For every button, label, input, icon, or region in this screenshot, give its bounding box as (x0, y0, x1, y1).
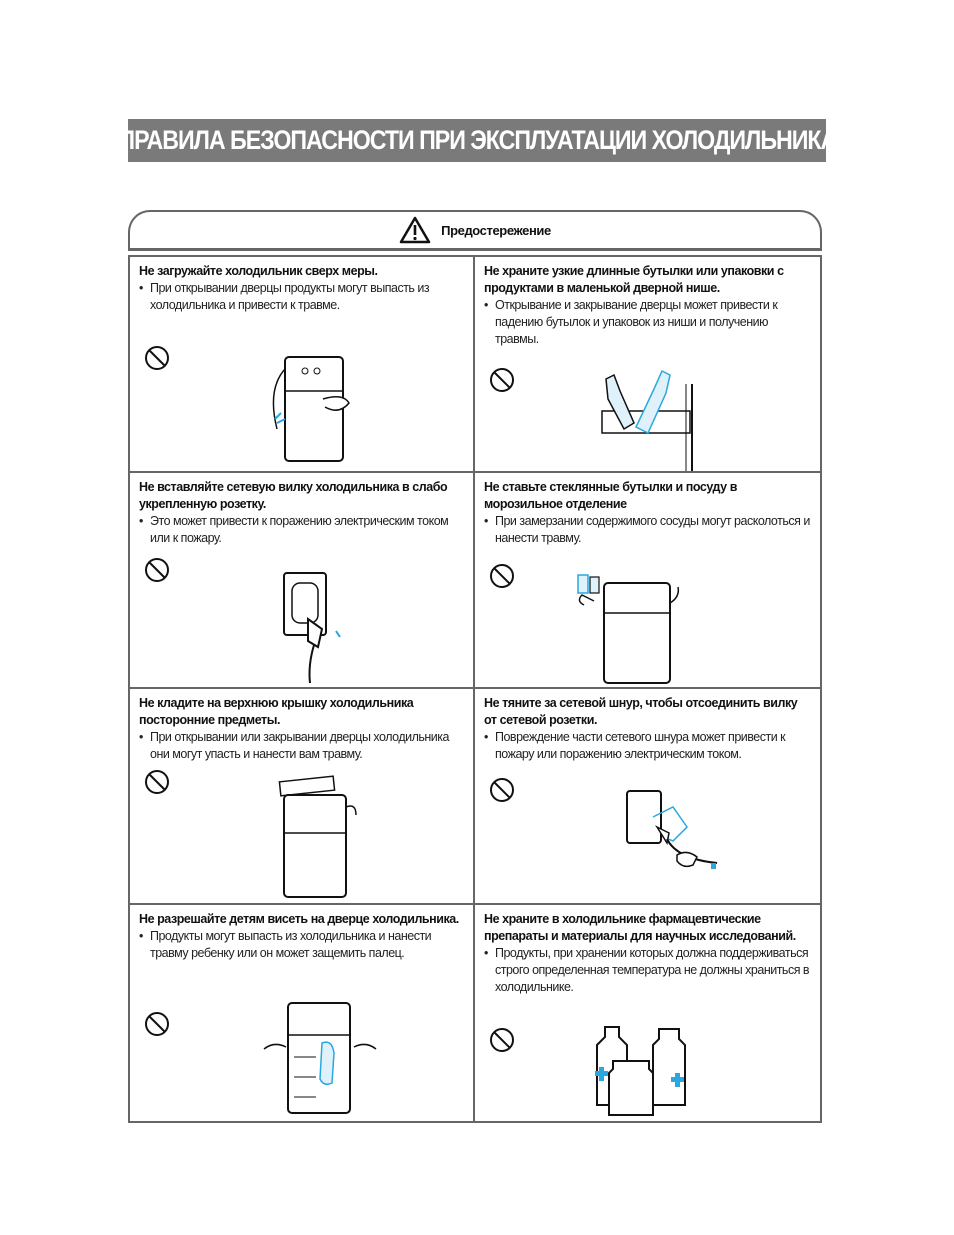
rule-text: Это может привести к поражению электриче… (139, 513, 465, 547)
rule-cell: Не храните узкие длинные бутылки или упа… (475, 257, 820, 473)
rule-heading: Не разрешайте детям висеть на дверце хол… (139, 912, 459, 926)
prohibition-icon (145, 558, 169, 582)
bottles-in-door-illustration (601, 369, 693, 471)
rule-heading: Не загружайте холодильник сверх меры. (139, 264, 378, 278)
rule-cell: Не тяните за сетевой шнур, чтобы отсоеди… (475, 689, 820, 905)
caution-label: Предостережение (441, 222, 551, 238)
prohibition-icon (490, 1028, 514, 1052)
prohibition-icon (145, 346, 169, 370)
prohibition-icon (145, 1012, 169, 1036)
rule-heading: Не кладите на верхнюю крышку холодильник… (139, 696, 414, 727)
rule-cell: Не загружайте холодильник сверх меры. Пр… (130, 257, 475, 473)
pulling-cord-illustration (626, 790, 718, 869)
page-title-bar: ПРАВИЛА БЕЗОПАСНОСТИ ПРИ ЭКСПЛУАТАЦИИ ХО… (118, 119, 837, 162)
rule-cell: Не разрешайте детям висеть на дверце хол… (130, 905, 475, 1121)
rule-cell: Не кладите на верхнюю крышку холодильник… (130, 689, 475, 905)
loose-socket-illustration (283, 572, 341, 684)
rule-heading: Не храните в холодильнике фармацевтическ… (484, 912, 796, 943)
overloaded-fridge-illustration (272, 356, 350, 462)
safety-rules-grid: Не загружайте холодильник сверх меры. Пр… (128, 255, 822, 1123)
prohibition-icon (490, 564, 514, 588)
rule-text: При открывании дверцы продукты могут вып… (139, 280, 465, 314)
prohibition-icon (145, 770, 169, 794)
rule-text: Повреждение части сетевого шнура может п… (484, 729, 812, 763)
warning-triangle-icon (399, 216, 431, 244)
rule-heading: Не тяните за сетевой шнур, чтобы отсоеди… (484, 696, 798, 727)
child-on-door-illustration (263, 1002, 377, 1114)
objects-on-top-illustration (278, 775, 357, 898)
rule-heading: Не ставьте стеклянные бутылки и посуду в… (484, 480, 737, 511)
medicine-bottles-illustration (595, 1026, 686, 1116)
rule-text: Продукты, при хранении которых должна по… (484, 945, 812, 996)
page-title: ПРАВИЛА БЕЗОПАСНОСТИ ПРИ ЭКСПЛУАТАЦИИ ХО… (118, 125, 837, 155)
bottles-in-freezer-illustration (577, 574, 680, 684)
prohibition-icon (490, 778, 514, 802)
prohibition-icon (490, 368, 514, 392)
caution-header: Предостережение (128, 210, 822, 251)
rule-cell: Не вставляйте сетевую вилку холодильника… (130, 473, 475, 689)
rule-heading: Не храните узкие длинные бутылки или упа… (484, 264, 784, 295)
rule-text: Продукты могут выпасть из холодильника и… (139, 928, 465, 962)
rule-text: При открывании или закрывании дверцы хол… (139, 729, 465, 763)
rule-cell: Не ставьте стеклянные бутылки и посуду в… (475, 473, 820, 689)
rule-heading: Не вставляйте сетевую вилку холодильника… (139, 480, 448, 511)
rule-text: При замерзании содержимого сосуды могут … (484, 513, 812, 547)
rule-text: Открывание и закрывание дверцы может при… (484, 297, 812, 348)
rule-cell: Не храните в холодильнике фармацевтическ… (475, 905, 820, 1121)
